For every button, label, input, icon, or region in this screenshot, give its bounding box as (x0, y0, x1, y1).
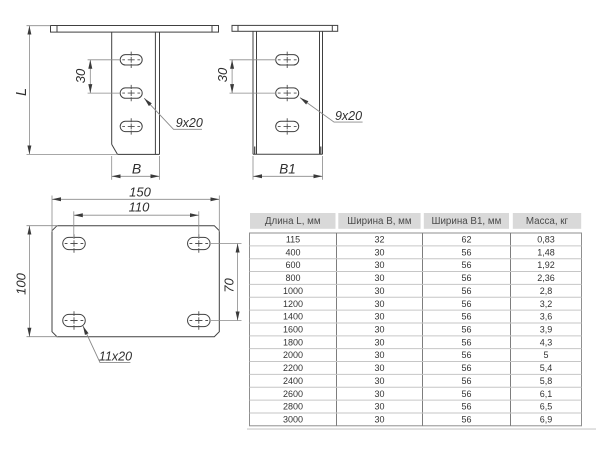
svg-text:115: 115 (286, 235, 300, 245)
svg-text:6,1: 6,1 (540, 389, 553, 399)
svg-text:3,6: 3,6 (540, 312, 553, 322)
svg-text:1600: 1600 (283, 325, 303, 335)
svg-text:110: 110 (129, 199, 150, 214)
svg-text:30: 30 (374, 414, 384, 424)
svg-text:2,36: 2,36 (537, 273, 555, 283)
svg-text:30: 30 (374, 299, 384, 309)
svg-text:2400: 2400 (283, 376, 303, 386)
svg-text:56: 56 (461, 350, 471, 360)
svg-text:32: 32 (374, 235, 384, 245)
svg-text:30: 30 (215, 67, 230, 82)
svg-text:3,9: 3,9 (540, 325, 553, 335)
svg-text:400: 400 (285, 247, 300, 257)
svg-text:56: 56 (461, 414, 471, 424)
svg-text:30: 30 (73, 68, 88, 83)
svg-text:1400: 1400 (283, 312, 303, 322)
svg-text:56: 56 (461, 376, 471, 386)
svg-text:2200: 2200 (283, 363, 303, 373)
svg-text:3000: 3000 (283, 414, 303, 424)
svg-text:6,9: 6,9 (540, 414, 553, 424)
svg-text:30: 30 (374, 286, 384, 296)
svg-text:30: 30 (374, 325, 384, 335)
svg-text:5,4: 5,4 (540, 363, 553, 373)
svg-text:1000: 1000 (283, 286, 303, 296)
svg-text:1,92: 1,92 (537, 260, 555, 270)
svg-text:56: 56 (461, 273, 471, 283)
svg-text:30: 30 (374, 402, 384, 412)
svg-text:1,48: 1,48 (537, 247, 555, 257)
svg-text:30: 30 (374, 312, 384, 322)
svg-text:56: 56 (461, 363, 471, 373)
svg-text:56: 56 (461, 299, 471, 309)
svg-text:30: 30 (374, 260, 384, 270)
svg-text:0,83: 0,83 (537, 235, 555, 245)
svg-text:56: 56 (461, 325, 471, 335)
svg-text:30: 30 (374, 363, 384, 373)
svg-text:3,2: 3,2 (540, 299, 553, 309)
svg-text:56: 56 (461, 247, 471, 257)
svg-text:4,3: 4,3 (540, 337, 553, 347)
svg-text:2000: 2000 (283, 350, 303, 360)
svg-text:Масса, кг: Масса, кг (526, 216, 569, 227)
svg-text:L: L (14, 88, 30, 96)
svg-text:5,8: 5,8 (540, 376, 553, 386)
svg-text:30: 30 (374, 337, 384, 347)
svg-text:Ширина B1, мм: Ширина B1, мм (431, 216, 501, 227)
svg-text:100: 100 (13, 272, 28, 294)
svg-text:30: 30 (374, 389, 384, 399)
svg-text:30: 30 (374, 376, 384, 386)
svg-text:56: 56 (461, 402, 471, 412)
svg-text:600: 600 (285, 260, 300, 270)
svg-text:150: 150 (129, 184, 151, 199)
svg-text:56: 56 (461, 389, 471, 399)
svg-text:9x20: 9x20 (335, 109, 362, 123)
svg-text:Ширина B, мм: Ширина B, мм (347, 216, 412, 227)
svg-text:9x20: 9x20 (176, 116, 203, 130)
svg-text:30: 30 (374, 247, 384, 257)
svg-text:B: B (132, 161, 141, 177)
svg-text:1200: 1200 (283, 299, 303, 309)
svg-text:56: 56 (461, 286, 471, 296)
svg-text:2600: 2600 (283, 389, 303, 399)
svg-text:56: 56 (461, 312, 471, 322)
svg-text:Длина L, мм: Длина L, мм (265, 216, 321, 227)
svg-text:70: 70 (221, 278, 236, 293)
svg-text:56: 56 (461, 337, 471, 347)
svg-text:1800: 1800 (283, 337, 303, 347)
svg-text:6,5: 6,5 (540, 402, 553, 412)
svg-text:62: 62 (461, 235, 471, 245)
svg-text:30: 30 (374, 273, 384, 283)
svg-text:30: 30 (374, 350, 384, 360)
svg-text:2800: 2800 (283, 402, 303, 412)
svg-text:800: 800 (285, 273, 300, 283)
svg-text:2,8: 2,8 (540, 286, 553, 296)
svg-text:11x20: 11x20 (99, 349, 132, 363)
svg-text:B1: B1 (279, 161, 296, 176)
svg-text:56: 56 (461, 260, 471, 270)
svg-text:5: 5 (543, 350, 548, 360)
